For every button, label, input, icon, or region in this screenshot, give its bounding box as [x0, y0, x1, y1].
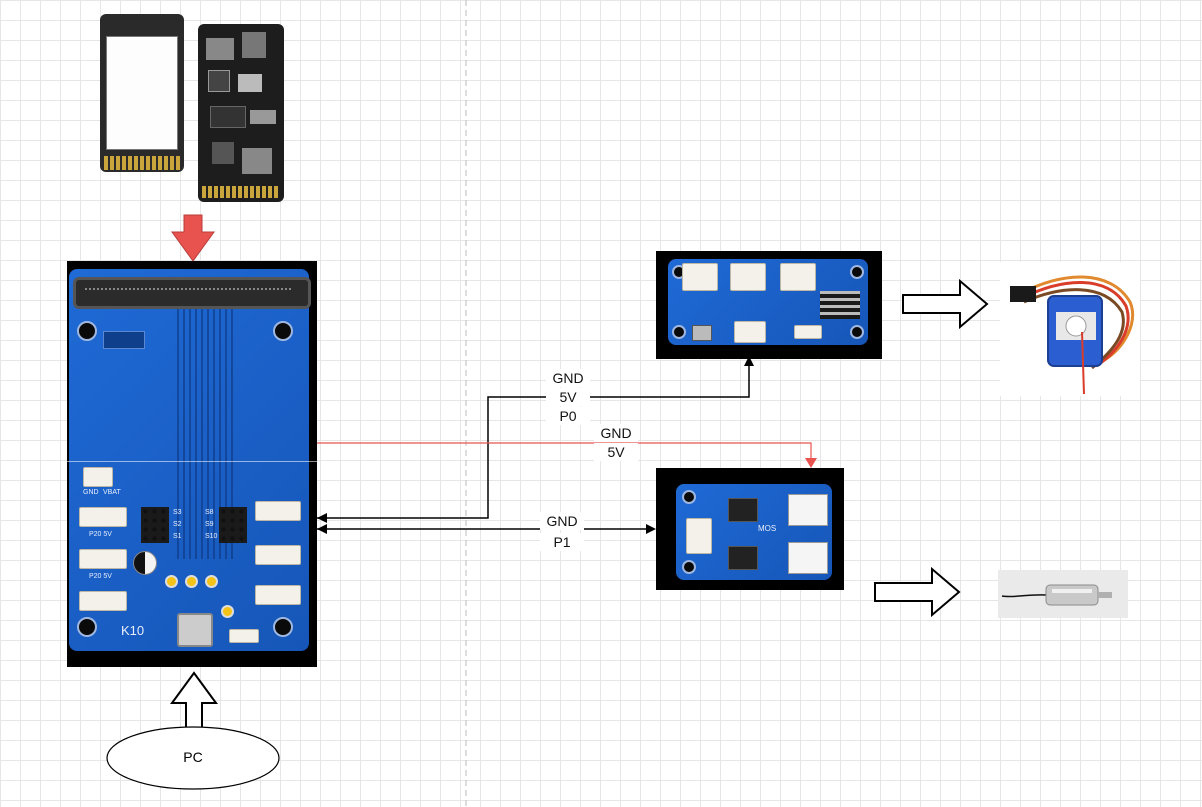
motor-input-port [686, 518, 712, 554]
servo-port-1 [682, 263, 718, 291]
port-p20-b [79, 549, 127, 569]
pin-header-left [141, 507, 169, 543]
servo-link-p0: P0 [546, 407, 590, 425]
mount-hole [77, 321, 97, 341]
port-right-1 [255, 501, 301, 521]
servo-link-5v: 5V [546, 388, 590, 406]
wire-servo [317, 364, 750, 519]
board-label: K10 [121, 623, 145, 638]
power-link-5v: 5V [594, 443, 638, 461]
servo-input-port [734, 321, 766, 343]
port-right-2 [255, 545, 301, 565]
servo-driver-pcb [668, 259, 868, 345]
capacitor [133, 551, 157, 575]
port-right-3 [255, 585, 301, 605]
mosfet-2 [728, 546, 758, 570]
motor-out-terminal-1 [788, 494, 828, 526]
pc-label: PC [183, 749, 203, 765]
pc-up-arrow [170, 671, 218, 734]
servo-driver-board [656, 251, 882, 359]
motor-driver-board: MOS [656, 468, 844, 590]
servo-link-gnd: GND [546, 369, 590, 387]
motor-right-arrow [874, 566, 961, 618]
servo-motor-drawing [1010, 275, 1135, 395]
wire-servo-arrowhead-top [744, 356, 754, 366]
wire-power-arrowhead [805, 458, 817, 468]
button-sw6 [205, 575, 218, 588]
dc-motor [998, 570, 1128, 618]
servo-pin-header [820, 291, 860, 319]
power-link-gnd: GND [594, 424, 638, 442]
controller-back [198, 24, 284, 202]
vbat-connector [83, 467, 113, 487]
wire-power [317, 442, 812, 460]
button-sw4 [165, 575, 178, 588]
wire-servo-arrowhead-left [317, 513, 327, 523]
wire-motor-arrowhead-right [646, 524, 656, 534]
servo-port-3 [780, 263, 816, 291]
port-p19 [79, 591, 127, 611]
edge-connector-slot [73, 277, 311, 309]
red-down-arrow [171, 214, 215, 262]
button-sw7 [221, 605, 234, 618]
pin-header-right [219, 507, 247, 543]
button-sw5 [185, 575, 198, 588]
servo-motor [1000, 262, 1140, 396]
mount-hole [273, 617, 293, 637]
pc-ellipse [106, 726, 280, 790]
servo-port-2 [730, 263, 766, 291]
expansion-board-pcb: GND VBAT P20 5V P20 5V S3 S2 S1 S8 S9 S1… [69, 269, 311, 651]
servo-right-arrow [902, 278, 989, 330]
motor-link-gnd: GND [540, 512, 584, 530]
motor-out-terminal-2 [788, 542, 828, 574]
mosfet-1 [728, 498, 758, 522]
expansion-board: GND VBAT P20 5V P20 5V S3 S2 S1 S8 S9 S1… [67, 261, 317, 667]
motor-driver-pcb: MOS [676, 484, 832, 580]
usb-c-port [177, 613, 213, 647]
small-connector [229, 629, 259, 643]
controller-front [100, 14, 184, 172]
port-p20-a [79, 507, 127, 527]
mount-hole [77, 617, 97, 637]
dc-motor-drawing [1001, 584, 1112, 606]
wire-motor-arrowhead-left [317, 524, 327, 534]
mount-hole [273, 321, 293, 341]
motor-link-p1: P1 [540, 533, 584, 551]
controller-photo [100, 8, 290, 206]
